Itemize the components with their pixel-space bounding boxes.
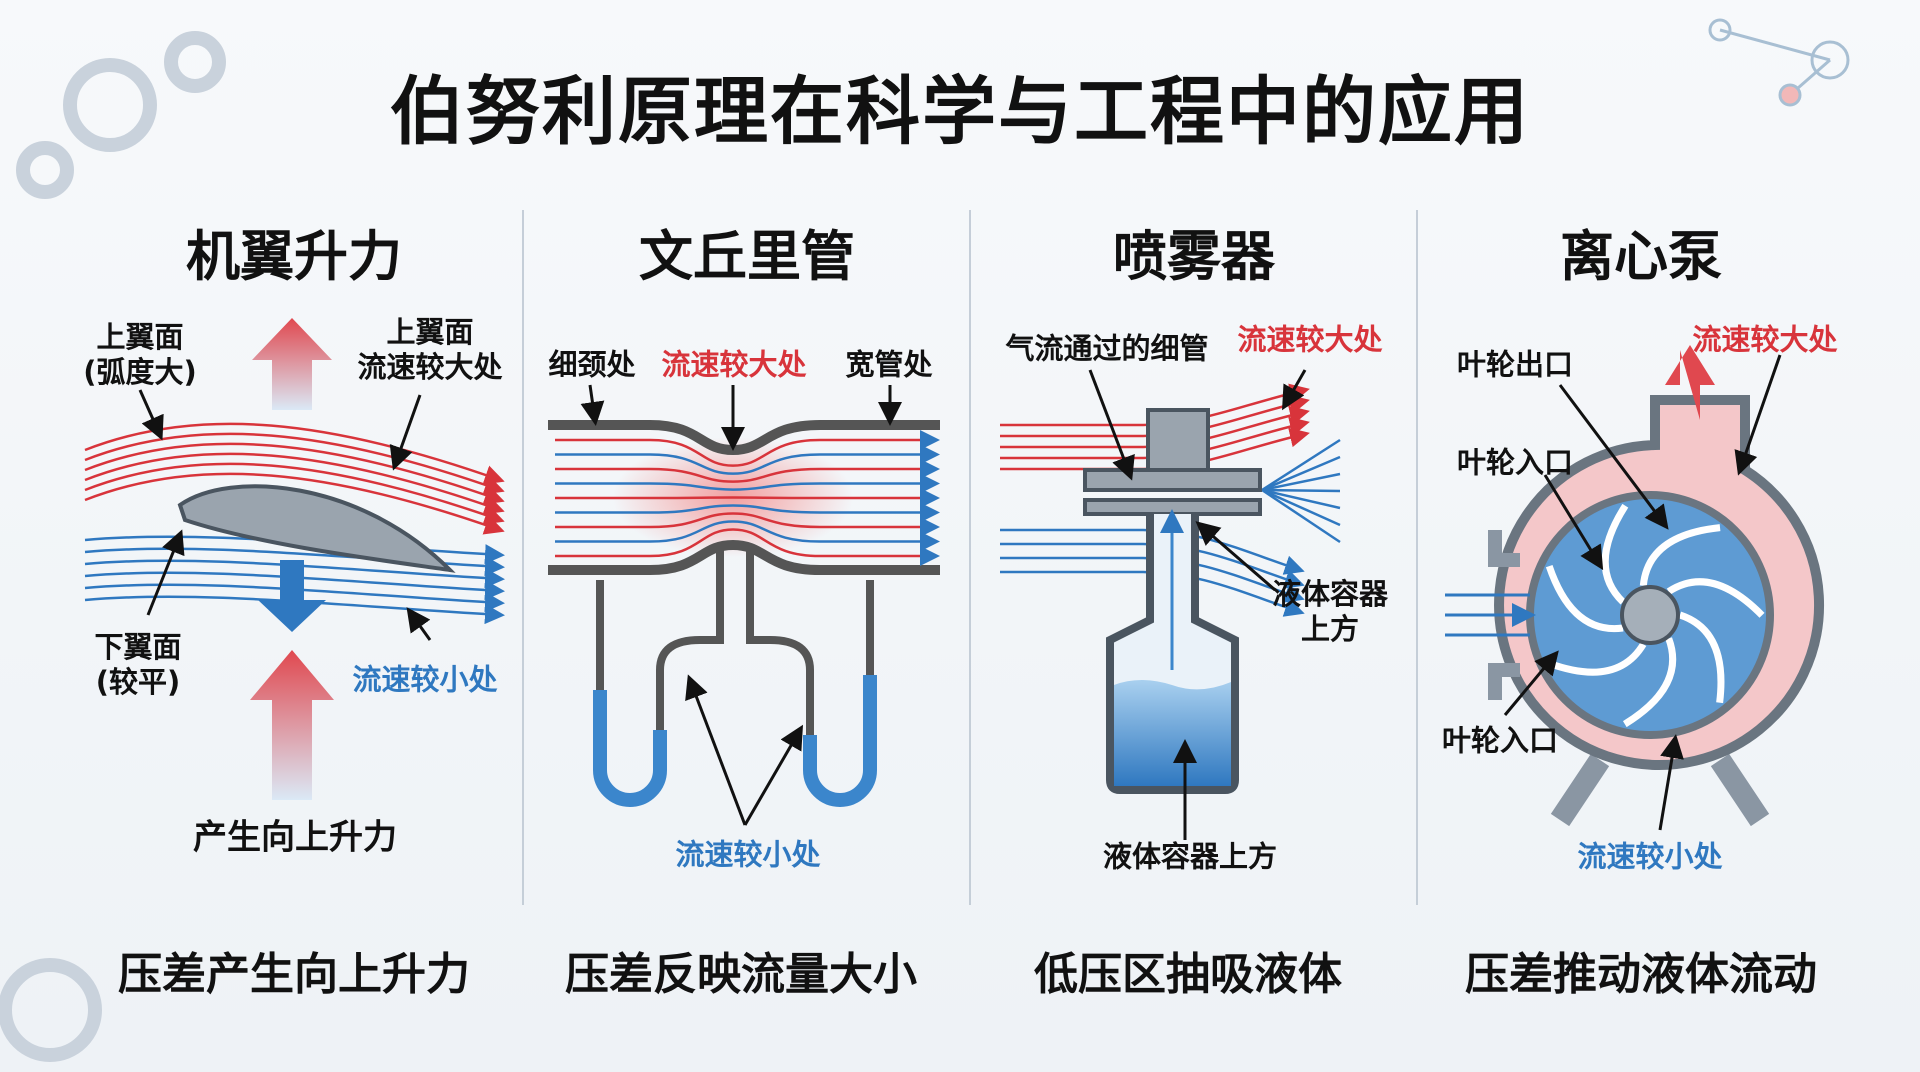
label-outlet: 叶轮出口 xyxy=(1456,347,1574,382)
streamline xyxy=(84,462,505,525)
thin-tube-top xyxy=(1083,468,1262,492)
streamline xyxy=(555,430,940,467)
label-fast: 流速较大处 xyxy=(661,347,807,382)
heading-airfoil-lift: 机翼升力 xyxy=(186,225,402,288)
streamline xyxy=(84,472,505,535)
manometer-liquid xyxy=(593,690,667,807)
outlet-arrow xyxy=(1665,345,1715,420)
panel-dividers xyxy=(522,210,1418,905)
streamline xyxy=(555,512,940,537)
label-above-liquid-bottom: 液体容器上方 xyxy=(1102,839,1278,874)
label-fast: 流速较大处 xyxy=(1237,322,1383,357)
lift-arrow-up xyxy=(252,318,332,410)
page-title: 伯努利原理在科学与工程中的应用 xyxy=(390,69,1530,155)
label-lower-surface: 下翼面 (较平) xyxy=(94,630,182,699)
impeller-blade xyxy=(1622,637,1677,728)
manometer-liquid xyxy=(803,675,877,807)
liquid xyxy=(1114,680,1231,786)
label-throat: 细颈处 xyxy=(548,347,636,382)
label-upper-surface: 上翼面 (弧度大) xyxy=(83,320,197,389)
streamline xyxy=(84,432,505,495)
impeller-hub xyxy=(1620,585,1680,645)
streamline xyxy=(84,452,505,515)
impeller-blade xyxy=(1547,642,1647,676)
label-thin-tube: 气流通过的细管 xyxy=(1005,331,1209,366)
heading-sprayer: 喷雾器 xyxy=(1113,225,1275,288)
streamline xyxy=(1261,488,1341,510)
label-wide: 宽管处 xyxy=(845,347,933,382)
label-fast: 流速较大处 xyxy=(1692,322,1838,357)
impeller-blade xyxy=(1545,565,1624,633)
impeller-blades xyxy=(1545,503,1765,728)
label-above-liquid: 液体容器 上方 xyxy=(1271,577,1389,646)
streamline xyxy=(1261,488,1341,493)
streamline xyxy=(555,459,940,483)
label-upper-fast: 上翼面 流速较大处 xyxy=(357,315,503,384)
streamline xyxy=(555,528,940,566)
inlet-flange xyxy=(1488,530,1520,700)
streamline xyxy=(555,520,940,552)
heading-centrifugal-pump: 离心泵 xyxy=(1560,225,1722,288)
label-inlet-2: 叶轮入口 xyxy=(1441,723,1559,758)
streamline xyxy=(555,502,940,523)
streamline xyxy=(1261,488,1341,544)
streamline xyxy=(555,473,940,494)
label-slow: 流速较小处 xyxy=(675,837,821,872)
venturi-streamlines xyxy=(555,430,940,566)
thin-tube-bottom xyxy=(1083,498,1262,516)
label-lower-slow: 流速较小处 xyxy=(352,662,498,697)
gear-icon xyxy=(0,31,226,1062)
label-inlet: 叶轮入口 xyxy=(1456,445,1574,480)
pressure-arrow-down xyxy=(258,560,326,632)
streamline xyxy=(1261,438,1341,492)
venturi-bottom-wall xyxy=(548,539,940,575)
caption-airfoil: 压差产生向上升力 xyxy=(118,949,470,1000)
impeller-blade xyxy=(1666,578,1765,618)
sprayer-cap xyxy=(1146,408,1210,472)
label-slow: 流速较小处 xyxy=(1577,839,1723,874)
heading-venturi: 文丘里管 xyxy=(639,225,855,288)
streamline xyxy=(555,444,940,475)
airfoil-diagram xyxy=(84,422,505,625)
streamline xyxy=(84,571,505,601)
inlet-streamlines xyxy=(1445,593,1536,637)
streamline xyxy=(1261,488,1341,527)
caption-sprayer: 低压区抽吸液体 xyxy=(1034,949,1342,1000)
streamline xyxy=(1261,455,1341,492)
lift-arrow-up-large xyxy=(250,650,334,800)
molecule-icon xyxy=(1708,18,1850,107)
impeller-blade xyxy=(1639,524,1721,587)
impeller-blade xyxy=(1601,503,1629,605)
streamline xyxy=(1261,472,1341,492)
streamline xyxy=(84,442,505,505)
airfoil xyxy=(177,484,456,573)
caption-pump: 压差推动液体流动 xyxy=(1465,949,1817,1000)
u-tube-manometers xyxy=(596,545,874,804)
caption-venturi: 压差反映流量大小 xyxy=(565,949,917,1000)
streamline xyxy=(84,559,505,589)
streamline xyxy=(84,583,505,613)
label-lift: 产生向上升力 xyxy=(193,817,397,858)
pump-legs xyxy=(1550,753,1770,827)
impeller-blade xyxy=(1678,611,1725,704)
streamline xyxy=(84,422,505,485)
